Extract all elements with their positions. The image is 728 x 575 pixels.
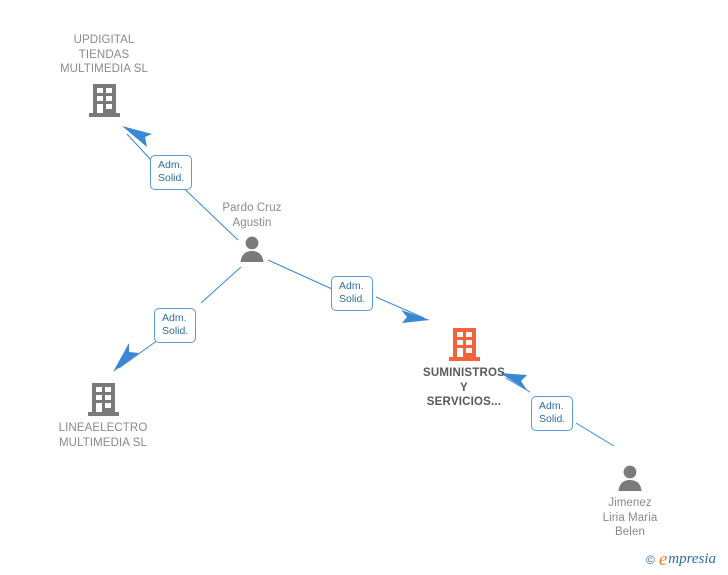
node-suministros-y-servicios[interactable]: SUMINISTROS Y SERVICIOS...: [389, 326, 539, 410]
building-icon: [448, 326, 481, 362]
copyright-icon: ©: [646, 552, 655, 567]
building-icon: [88, 82, 121, 118]
node-lineaelectro-label: LINEAELECTRO MULTIMEDIA SL: [58, 422, 148, 449]
node-suministros-y-servicios-label: SUMINISTROS Y SERVICIOS...: [422, 367, 506, 408]
empresia-logo-initial: e: [658, 549, 668, 570]
edge-label-adm-solid-updigital[interactable]: Adm. Solid.: [150, 155, 193, 190]
node-jimenez-liria-maria-belen-label: Jimenez Liria Maria Belen: [602, 497, 658, 538]
person-icon: [616, 464, 644, 492]
node-updigital[interactable]: UPDIGITAL TIENDAS MULTIMEDIA SL: [29, 33, 179, 118]
edge-label-adm-solid-lineaelectro[interactable]: Adm. Solid.: [154, 308, 197, 343]
node-pardo-cruz-agustin-label: Pardo Cruz Agustin: [222, 202, 282, 229]
building-icon: [87, 381, 120, 417]
empresia-watermark: © e mpresia: [646, 549, 717, 570]
node-lineaelectro[interactable]: LINEAELECTRO MULTIMEDIA SL: [28, 381, 178, 450]
person-icon: [238, 235, 266, 263]
empresia-logo-text: mpresia: [668, 551, 717, 567]
edge-label-adm-solid-jimenez[interactable]: Adm. Solid.: [531, 396, 574, 431]
node-pardo-cruz-agustin[interactable]: Pardo Cruz Agustin: [177, 201, 327, 263]
node-jimenez-liria-maria-belen[interactable]: Jimenez Liria Maria Belen: [555, 464, 705, 540]
edge-label-adm-solid-suministros[interactable]: Adm. Solid.: [331, 276, 374, 311]
node-updigital-label: UPDIGITAL TIENDAS MULTIMEDIA SL: [60, 34, 148, 75]
